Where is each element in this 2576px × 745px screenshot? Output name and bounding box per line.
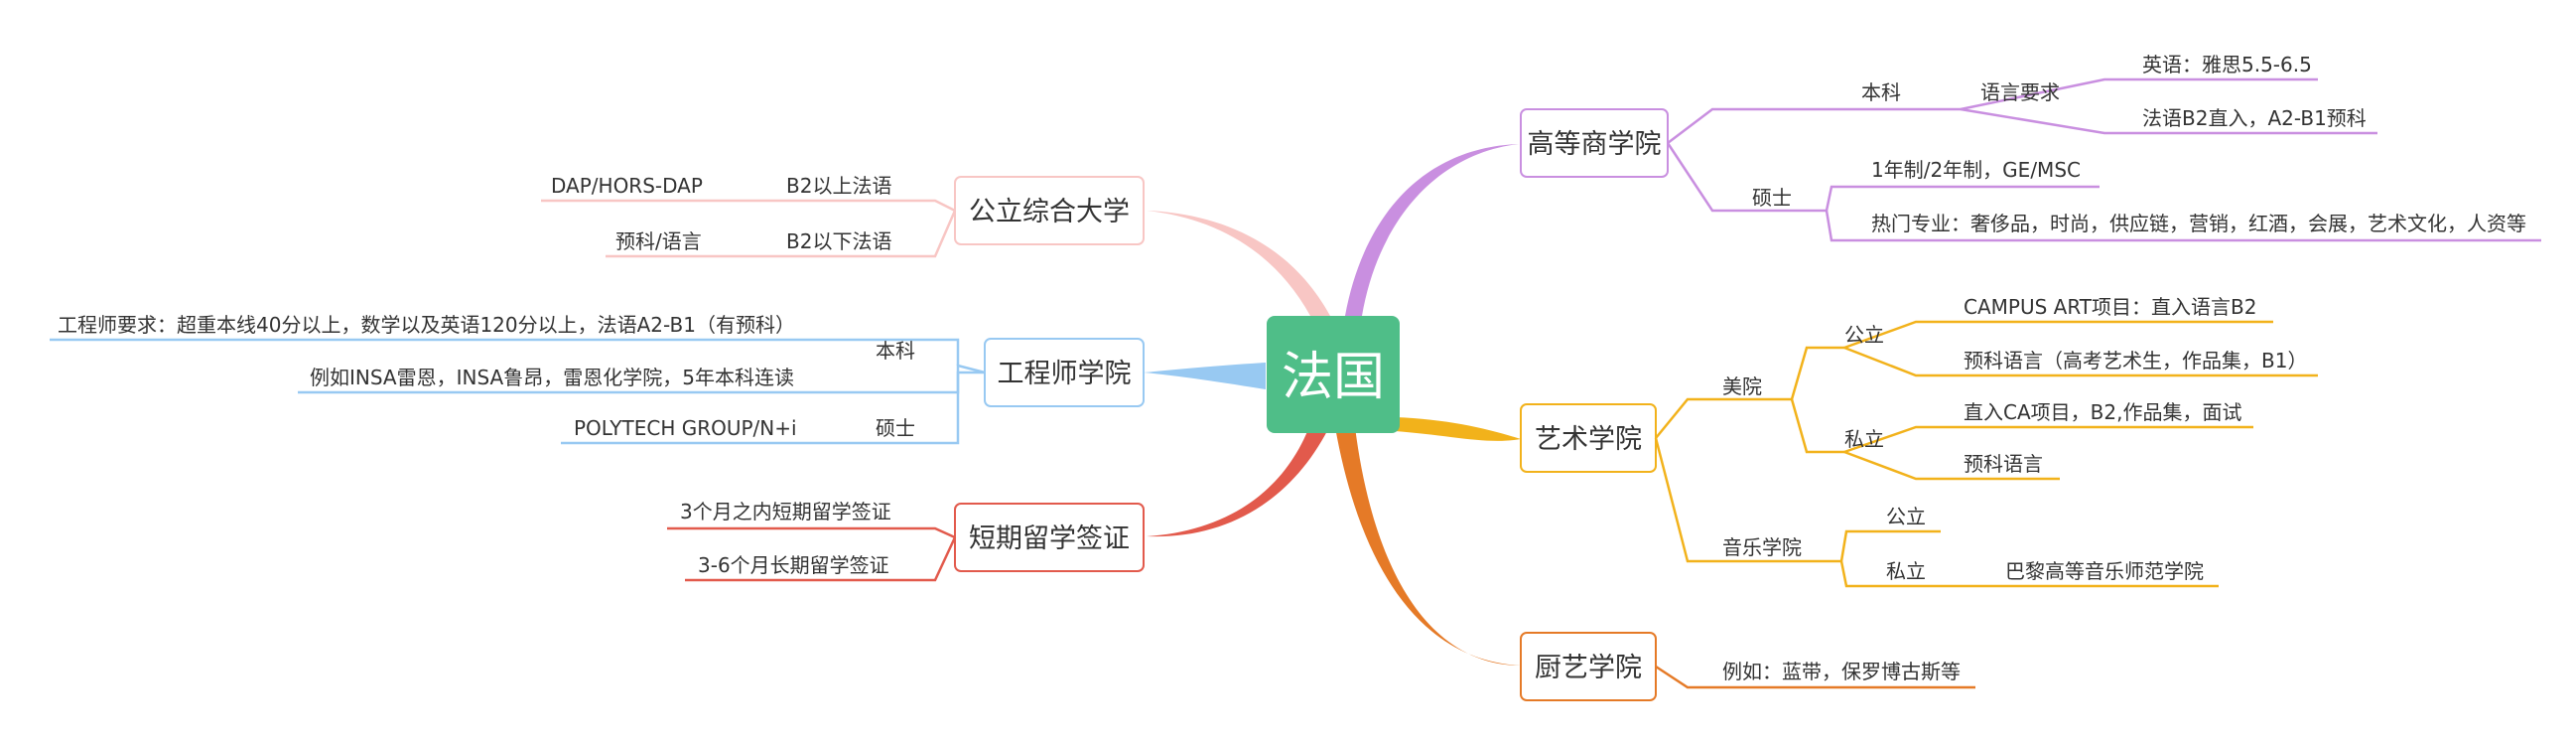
art-title: 艺术学院 [1535,424,1642,455]
business-title: 高等商学院 [1528,129,1662,160]
visa-short-term: 3个月之内短期留学签证 [680,500,891,523]
engineering-bachelor-label: 本科 [876,339,915,363]
public-uni-row-1-detail: DAP/HORS-DAP [551,174,703,198]
visa-title: 短期留学签证 [969,523,1130,554]
branch-connector-public-uni [1147,211,1330,316]
art-fine-arts-private-item-1: 直入CA项目，B2,作品集，面试 [1964,400,2241,424]
art-fine-arts-public-label: 公立 [1844,323,1884,347]
business-english-req: 英语：雅思5.5-6.5 [2142,53,2312,76]
art-fine-arts-public-item-1: CAMPUS ART项目：直入语言B2 [1964,295,2256,319]
branch-connector-culinary [1335,427,1521,666]
root-node[interactable] [1267,316,1400,433]
art-music-public-label: 公立 [1886,505,1926,528]
engineering-title: 工程师学院 [998,359,1132,389]
culinary-title: 厨艺学院 [1535,653,1642,683]
culinary-connector [1655,665,1975,689]
business-language-req-label: 语言要求 [1980,80,2060,104]
culinary-example: 例如：蓝带，保罗博古斯等 [1722,660,1961,683]
branch-connector-engineering [1144,363,1266,389]
engineering-bachelor-examples: 例如INSA雷恩，INSA鲁昂，雷恩化学院，5年本科连读 [310,366,794,389]
art-music-label: 音乐学院 [1722,535,1802,559]
business-master-duration: 1年制/2年制，GE/MSC [1871,158,2081,182]
branch-connector-business [1345,144,1519,316]
engineering-master-label: 硕士 [876,416,915,440]
branch-connector-art [1395,417,1521,441]
art-fine-arts-private-item-2: 预科语言 [1964,452,2043,476]
public-uni-row-2-detail: 预科/语言 [615,229,702,253]
art-music-private-label: 私立 [1886,559,1926,583]
art-fine-arts-private-label: 私立 [1844,427,1884,451]
root-label: 法国 [1282,348,1385,407]
engineering-bachelor-requirement: 工程师要求：超重本线40分以上，数学以及英语120分以上，法语A2-B1（有预科… [58,313,795,337]
business-master-majors: 热门专业：奢侈品，时尚，供应链，营销，红酒，会展，艺术文化，人资等 [1871,212,2526,235]
visa-long-term: 3-6个月长期留学签证 [698,553,889,577]
business-bachelor-label: 本科 [1861,80,1901,104]
public-uni-row-2-label: B2以下法语 [786,229,891,253]
art-fine-arts-label: 美院 [1722,374,1762,398]
public-uni-title: 公立综合大学 [969,197,1130,227]
art-fine-arts-public-item-2: 预科语言（高考艺术生，作品集，B1） [1964,349,2307,372]
business-master-label: 硕士 [1752,186,1792,210]
public-uni-row-1-label: B2以上法语 [786,174,891,198]
branch-connector-visa [1147,429,1328,537]
art-music-private-item: 巴黎高等音乐师范学院 [2005,559,2204,583]
engineering-master-item: POLYTECH GROUP/N+i [574,416,797,440]
business-french-req: 法语B2直入，A2-B1预科 [2142,106,2367,130]
